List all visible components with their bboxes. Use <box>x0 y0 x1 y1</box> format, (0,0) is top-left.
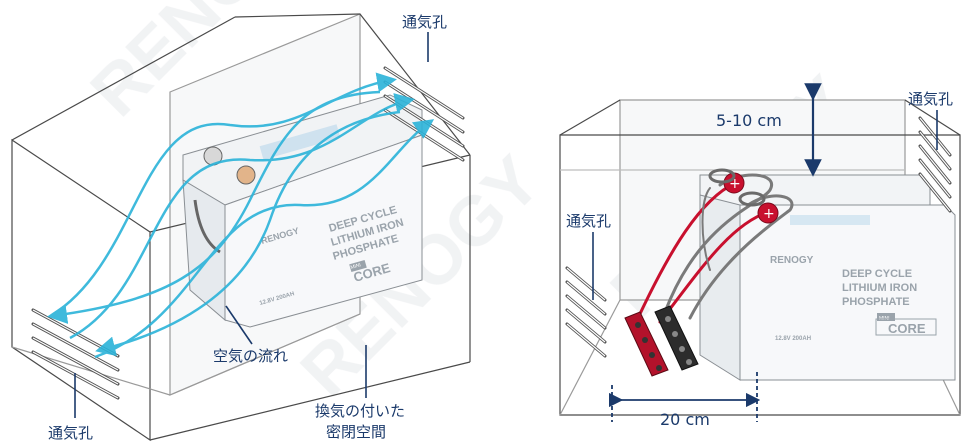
bus-bar-negative <box>654 305 699 371</box>
battery-display <box>259 124 341 160</box>
airflow-arrow-3 <box>94 119 435 359</box>
bus-bar-positive <box>624 311 669 377</box>
right-battery-model-2: LITHIUM IRON <box>842 282 917 294</box>
airflow-arrow-5 <box>95 110 401 357</box>
clearance-side-label: 20 cm <box>660 410 710 429</box>
airflow-arrow-4 <box>47 90 381 324</box>
right-vent-left-label: 通気孔 <box>566 212 611 230</box>
positive-sign-1: + <box>729 176 741 192</box>
right-vent-right-label: 通気孔 <box>908 90 953 108</box>
airflow-arrow-2 <box>69 93 415 340</box>
right-battery-model-1: DEEP CYCLE <box>842 268 912 280</box>
right-battery-spec: 12.8V 200AH <box>775 336 811 342</box>
right-battery-core: CORE <box>888 321 926 336</box>
clearance-side-marker <box>608 372 761 422</box>
airflow-leader <box>225 305 253 345</box>
space-label-line1: 換気の付いた <box>315 402 405 420</box>
right-vent-left-inner <box>566 267 606 357</box>
red-cable-1 <box>636 181 737 320</box>
left-battery-mini: MINI <box>350 262 362 271</box>
airflow-label: 空気の流れ <box>213 347 288 365</box>
positive-terminal-2 <box>757 202 779 224</box>
cables <box>636 173 794 324</box>
clearance-top-label: 5-10 cm <box>716 111 782 130</box>
right-battery-brand: RENOGY <box>770 255 814 266</box>
right-battery-model-3: PHOSPHATE <box>842 296 910 308</box>
red-cable-2 <box>658 210 770 324</box>
left-vent-bottom-label: 通気孔 <box>48 424 93 442</box>
right-battery-front: RENOGY DEEP CYCLE LITHIUM IRON PHOSPHATE… <box>699 194 956 381</box>
gray-cable-1 <box>663 173 774 314</box>
space-label-line2: 密閉空間 <box>326 423 386 441</box>
positive-sign-2: + <box>763 206 775 222</box>
negative-terminal-2 <box>738 191 766 207</box>
left-vent-top-label: 通気孔 <box>402 13 447 31</box>
right-vent-right-inner <box>919 117 951 212</box>
negative-terminal-1 <box>708 168 736 184</box>
gray-cable-2 <box>688 194 794 320</box>
left-airflow-arrows <box>47 72 435 359</box>
